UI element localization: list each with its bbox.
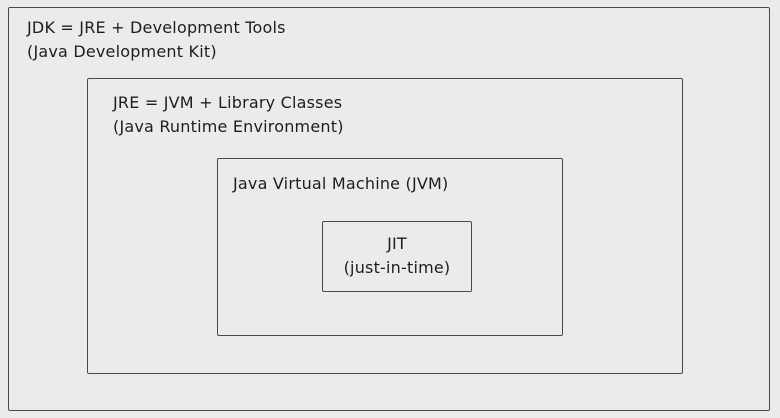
jre-box [87, 78, 683, 374]
jdk-box [8, 7, 770, 411]
jdk-subtitle: (Java Development Kit) [27, 42, 217, 61]
jit-subtitle: (just-in-time) [343, 258, 451, 277]
jit-box [322, 221, 472, 292]
jre-subtitle: (Java Runtime Environment) [113, 117, 344, 136]
jvm-box [217, 158, 563, 336]
jvm-title: Java Virtual Machine (JVM) [233, 174, 449, 193]
jdk-title: JDK = JRE + Development Tools [27, 18, 286, 37]
jit-title: JIT [387, 234, 407, 253]
jre-title: JRE = JVM + Library Classes [113, 93, 343, 112]
